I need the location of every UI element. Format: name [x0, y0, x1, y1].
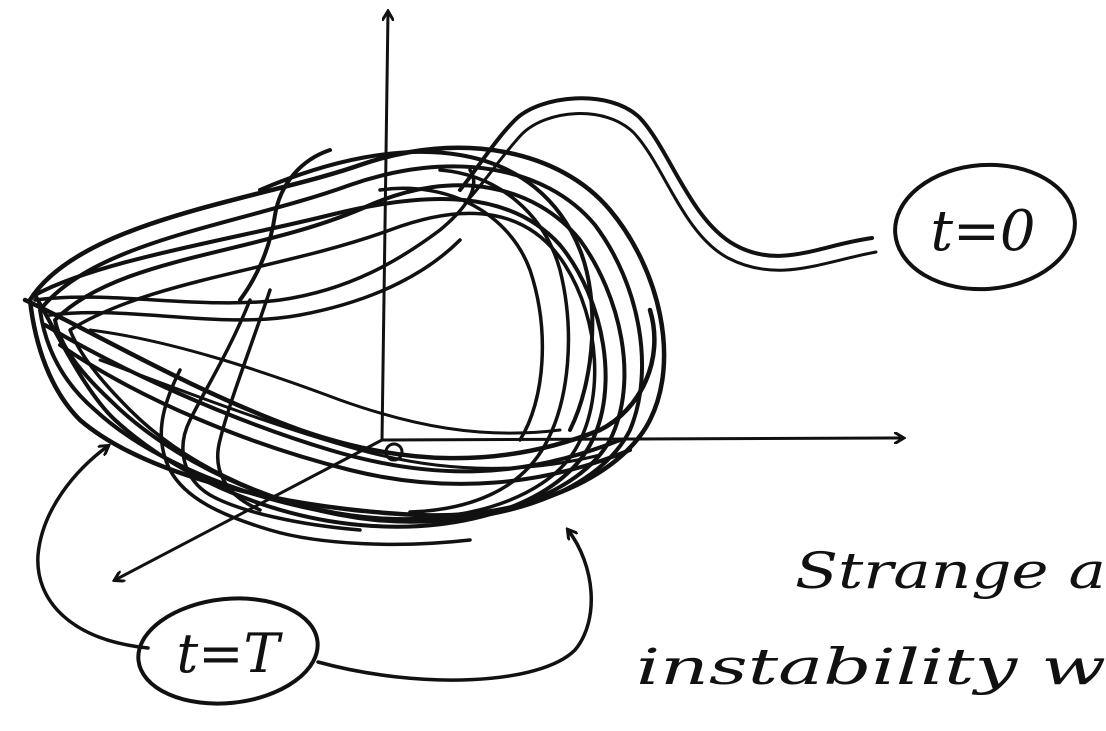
caption-line-1: Strange a [795, 542, 1106, 600]
incoming-trajectory [460, 98, 876, 270]
label-start-group: t=0 [891, 159, 1079, 295]
label-start-text: t=0 [930, 199, 1035, 264]
right-return-arrow [318, 530, 591, 680]
attractor-loops [25, 148, 664, 545]
caption-line-2: instability w [636, 638, 1106, 696]
vertical-axis [382, 12, 388, 440]
label-period-text: t=T [177, 622, 284, 685]
horizontal-axis [382, 438, 903, 440]
left-return-arrow [38, 446, 148, 648]
label-period-group: t=T [133, 590, 323, 712]
